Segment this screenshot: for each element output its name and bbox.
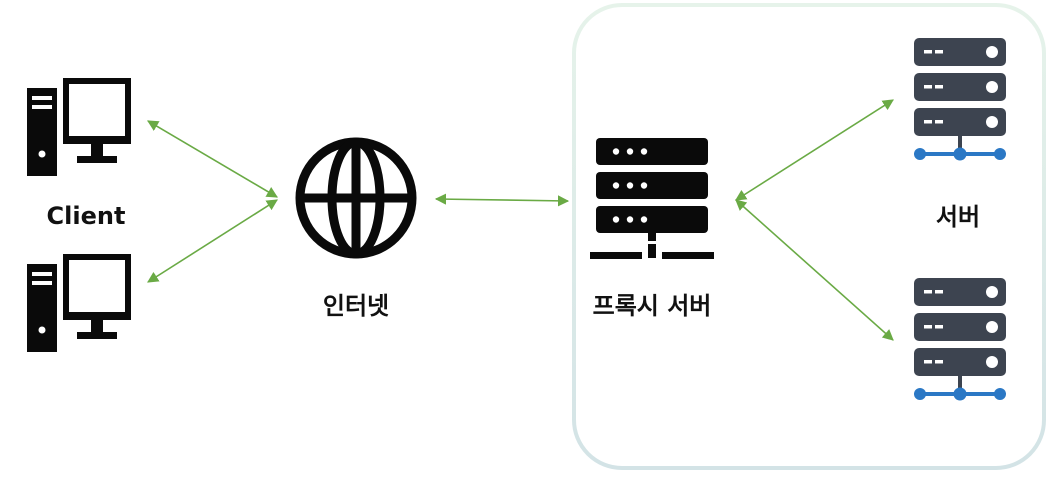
proxy-server-label: 프록시 서버 [593,292,712,320]
desktop-computer-icon [27,78,131,176]
client-label: Client [47,202,126,230]
internet-label: 인터넷 [323,292,389,320]
arrow-proxy-server2 [735,199,894,341]
proxy-group-box [572,3,1046,470]
arrow-proxy-server1 [735,99,894,201]
arrow-client1-internet [147,120,278,198]
server-label: 서버 [936,203,980,231]
server-network-icon [914,278,1006,401]
arrow-client2-internet [147,199,278,283]
desktop-computer-icon [27,254,131,352]
globe-icon [295,137,417,259]
server-network-icon [914,38,1006,161]
connection-arrows [147,99,894,341]
server-rack-icon [590,138,714,259]
arrow-internet-proxy [434,193,570,207]
